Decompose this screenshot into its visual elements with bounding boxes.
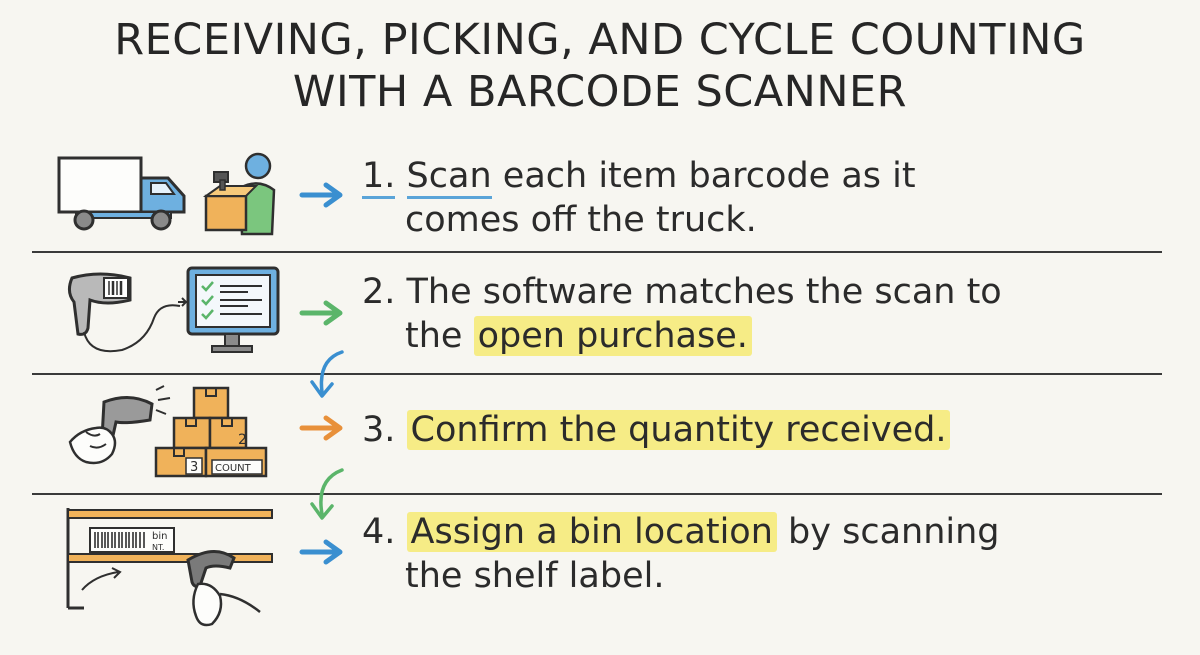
step-2-text: The software matches the scan to (406, 272, 1002, 312)
step-4-number: 4. (362, 512, 396, 552)
stacked-boxes-icon: 2 3 COUNT (154, 386, 268, 478)
truck-icon (57, 156, 186, 231)
title-line-1: RECEIVING, PICKING, AND CYCLE COUNTING (114, 15, 1086, 65)
step-1-number: 1. (362, 156, 396, 199)
row-divider-1 (32, 251, 1162, 253)
monitor-checklist-icon (178, 266, 280, 353)
step-2-text-2: the (405, 316, 463, 356)
hand-scanner-icon (68, 385, 171, 465)
step-4-line-1: 4. Assign a bin location by scanning (362, 510, 1000, 554)
step-3-number: 3. (362, 410, 396, 450)
step-4-line-2: the shelf label. (405, 556, 665, 596)
step-2-highlight: open purchase. (473, 316, 752, 356)
box-label-count: COUNT (215, 463, 252, 474)
step-2: 2. The software matches the scan to the … (362, 270, 1002, 358)
arrow-curved-down-icon (310, 468, 344, 520)
shelf-label-text-1: bin (152, 531, 167, 542)
step-4-text: by scanning (788, 512, 1000, 552)
step-2-line-2: the open purchase. (362, 314, 1002, 358)
barcode-scanner-icon (67, 272, 181, 353)
step-1-keyword: Scan (406, 156, 492, 199)
arrow-right-icon (299, 182, 343, 208)
step-1: 1. Scan each item barcode as it comes of… (362, 154, 916, 242)
box-label-3: 3 (190, 460, 198, 475)
step-1-line-2: comes off the truck. (405, 200, 757, 240)
row-divider-2 (32, 373, 1162, 375)
box-label-2: 2 (238, 432, 247, 448)
row-divider-3 (32, 493, 1162, 495)
shelf-label-icon: bin NT. (66, 508, 273, 627)
step-3-highlight: Confirm the quantity received. (406, 410, 951, 450)
arrow-right-icon (299, 300, 343, 326)
step-1-text: each item barcode as it (502, 156, 916, 196)
step-4: 4. Assign a bin location by scanning the… (362, 510, 1000, 598)
step-2-line-1: 2. The software matches the scan to (362, 270, 1002, 314)
shelf-label-text-2: NT. (152, 543, 164, 552)
title-line-2: WITH A BARCODE SCANNER (292, 67, 908, 117)
step-4-highlight: Assign a bin location (406, 512, 777, 552)
worker-scanning-box-icon (202, 152, 276, 236)
step-1-line-1: 1. Scan each item barcode as it (362, 154, 916, 199)
step-3: 3. Confirm the quantity received. (362, 408, 951, 452)
step-3-line-1: 3. Confirm the quantity received. (362, 408, 951, 452)
arrow-curved-down-icon (310, 350, 344, 398)
arrow-right-icon (299, 415, 343, 441)
page-title: RECEIVING, PICKING, AND CYCLE COUNTING W… (0, 14, 1200, 118)
step-2-number: 2. (362, 272, 396, 312)
arrow-right-icon (299, 539, 343, 565)
